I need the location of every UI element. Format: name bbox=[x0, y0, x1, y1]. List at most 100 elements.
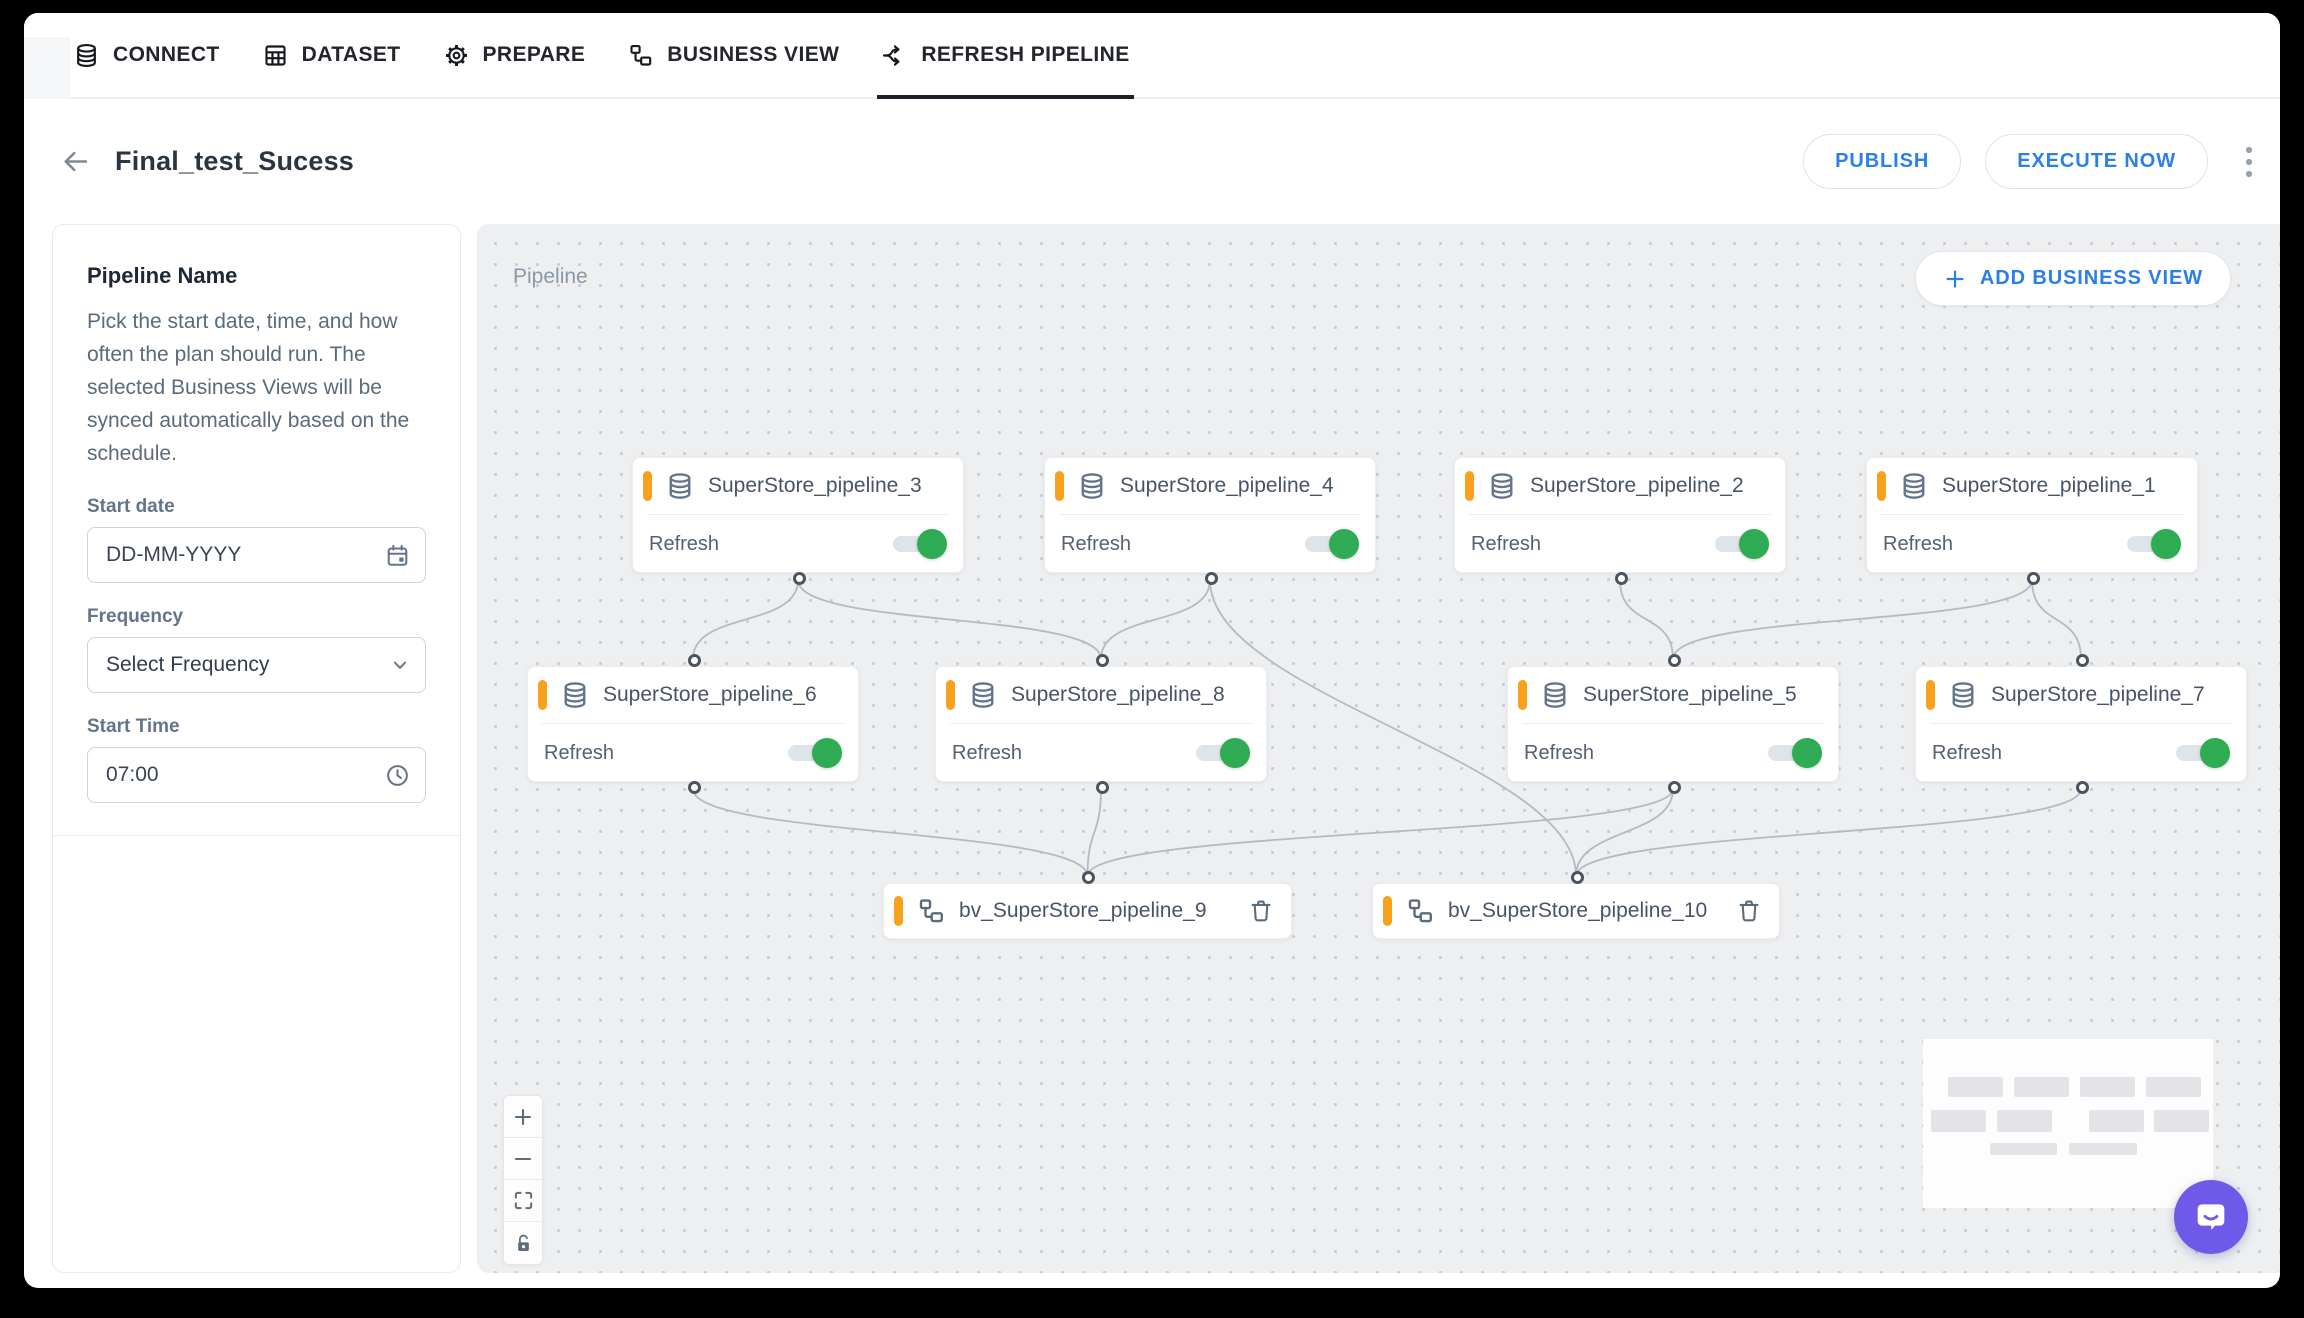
refresh-toggle[interactable] bbox=[788, 738, 842, 768]
database-icon bbox=[1903, 473, 1925, 499]
database-icon bbox=[77, 43, 96, 67]
delete-node-button[interactable] bbox=[1247, 897, 1275, 925]
refresh-toggle[interactable] bbox=[2176, 738, 2230, 768]
database-icon bbox=[1491, 473, 1513, 499]
node-divider bbox=[647, 514, 949, 515]
start-date-field[interactable] bbox=[87, 527, 426, 583]
minimap-node-box bbox=[1997, 1110, 2052, 1132]
target-handle[interactable] bbox=[1095, 654, 1109, 667]
pipeline-node-SuperStore_pipeline_5[interactable]: SuperStore_pipeline_5 Refresh bbox=[1507, 654, 1839, 794]
source-handle[interactable] bbox=[1667, 781, 1681, 794]
source-handle[interactable] bbox=[792, 572, 806, 585]
pipeline-node-SuperStore_pipeline_2[interactable]: SuperStore_pipeline_2 Refresh bbox=[1454, 457, 1786, 585]
source-handle[interactable] bbox=[1204, 572, 1218, 585]
database-icon bbox=[972, 682, 994, 708]
tab-connect[interactable]: CONNECT bbox=[73, 13, 220, 97]
refresh-label: Refresh bbox=[952, 741, 1023, 764]
minimap-node-box bbox=[2154, 1110, 2209, 1132]
business-view-node-bv_SuperStore_pipeline_10[interactable]: bv_SuperStore_pipeline_10 bbox=[1372, 871, 1780, 939]
edge-p3-p8 bbox=[797, 579, 1102, 660]
node-accent-bar bbox=[1465, 471, 1474, 501]
node-label: SuperStore_pipeline_3 bbox=[708, 474, 922, 497]
node-divider bbox=[1522, 723, 1824, 724]
start-time-input[interactable] bbox=[106, 763, 377, 787]
top-nav: CONNECT DATASET PREPARE BUSINESS VIEW REFRES… bbox=[24, 13, 2280, 99]
tab-label: BUSINESS VIEW bbox=[667, 43, 840, 66]
refresh-toggle[interactable] bbox=[2127, 529, 2181, 559]
refresh-toggle[interactable] bbox=[1196, 738, 1250, 768]
fit-view-button[interactable] bbox=[504, 1180, 542, 1222]
zoom-in-button[interactable] bbox=[504, 1096, 542, 1138]
toggle-knob bbox=[1220, 738, 1250, 768]
edge-p7-bv10 bbox=[1575, 788, 2082, 877]
start-date-input[interactable] bbox=[106, 543, 377, 567]
target-handle[interactable] bbox=[1570, 871, 1584, 884]
tab-label: DATASET bbox=[301, 43, 401, 66]
pipeline-node-SuperStore_pipeline_8[interactable]: SuperStore_pipeline_8 Refresh bbox=[935, 654, 1267, 794]
business-view-node-bv_SuperStore_pipeline_9[interactable]: bv_SuperStore_pipeline_9 bbox=[883, 871, 1292, 939]
source-handle[interactable] bbox=[687, 781, 701, 794]
tab-business-view[interactable]: BUSINESS VIEW bbox=[627, 13, 839, 97]
tab-label: PREPARE bbox=[482, 43, 586, 66]
plus-icon bbox=[1946, 269, 1964, 288]
back-arrow-icon bbox=[64, 151, 88, 172]
pipeline-node-SuperStore_pipeline_3[interactable]: SuperStore_pipeline_3 Refresh bbox=[632, 457, 964, 585]
edge-p1-p5 bbox=[1672, 579, 2033, 660]
node-label: bv_SuperStore_pipeline_10 bbox=[1448, 899, 1708, 922]
source-handle[interactable] bbox=[1095, 781, 1109, 794]
lock-button[interactable] bbox=[504, 1222, 542, 1264]
pipeline-node-SuperStore_pipeline_7[interactable]: SuperStore_pipeline_7 Refresh bbox=[1915, 654, 2247, 794]
start-time-field[interactable] bbox=[87, 747, 426, 803]
node-accent-bar bbox=[1055, 471, 1064, 501]
execute-now-button[interactable]: EXECUTE NOW bbox=[1985, 134, 2208, 189]
refresh-label: Refresh bbox=[649, 532, 720, 555]
refresh-toggle[interactable] bbox=[1305, 529, 1359, 559]
node-accent-bar bbox=[1926, 680, 1935, 710]
kebab-menu-button[interactable] bbox=[2236, 136, 2262, 188]
clock-icon bbox=[387, 764, 408, 786]
edge-p2-p5 bbox=[1619, 579, 1674, 660]
schedule-panel: Pipeline Name Pick the start date, time,… bbox=[52, 224, 461, 1273]
database-icon bbox=[1544, 682, 1566, 708]
canvas-minimap[interactable] bbox=[1923, 1039, 2213, 1208]
delete-node-button[interactable] bbox=[1735, 897, 1763, 925]
source-handle[interactable] bbox=[1614, 572, 1628, 585]
chat-icon bbox=[2197, 1204, 2225, 1230]
zoom-out-button[interactable] bbox=[504, 1138, 542, 1180]
source-handle[interactable] bbox=[2026, 572, 2040, 585]
node-accent-bar bbox=[1383, 896, 1392, 926]
toggle-knob bbox=[812, 738, 842, 768]
tab-label: CONNECT bbox=[113, 43, 220, 66]
target-handle[interactable] bbox=[1667, 654, 1681, 667]
pipeline-node-SuperStore_pipeline_6[interactable]: SuperStore_pipeline_6 Refresh bbox=[527, 654, 859, 794]
refresh-label: Refresh bbox=[1932, 741, 2003, 764]
target-handle[interactable] bbox=[1082, 871, 1095, 884]
tab-prepare[interactable]: PREPARE bbox=[443, 13, 586, 97]
refresh-toggle[interactable] bbox=[1768, 738, 1822, 768]
minimap-node-box bbox=[1948, 1077, 2003, 1097]
pipeline-node-SuperStore_pipeline_4[interactable]: SuperStore_pipeline_4 Refresh bbox=[1044, 457, 1376, 585]
back-button[interactable] bbox=[60, 146, 91, 177]
start-time-label: Start Time bbox=[87, 716, 180, 737]
chat-launcher-button[interactable] bbox=[2174, 1180, 2248, 1254]
refresh-toggle[interactable] bbox=[893, 529, 947, 559]
fit-view-icon bbox=[514, 1191, 532, 1210]
node-divider bbox=[542, 723, 844, 724]
app-window: CONNECT DATASET PREPARE BUSINESS VIEW REFRES… bbox=[24, 13, 2280, 1288]
frequency-select[interactable]: Select Frequency bbox=[87, 637, 426, 693]
publish-button[interactable]: PUBLISH bbox=[1803, 134, 1962, 189]
target-handle[interactable] bbox=[687, 654, 701, 667]
minimap-node-box bbox=[2080, 1077, 2135, 1097]
add-business-view-button[interactable]: ADD BUSINESS VIEW bbox=[1914, 251, 2231, 306]
refresh-toggle[interactable] bbox=[1715, 529, 1769, 559]
source-handle[interactable] bbox=[2075, 781, 2089, 794]
node-label: SuperStore_pipeline_2 bbox=[1530, 474, 1744, 497]
kebab-icon bbox=[2245, 146, 2253, 177]
pipeline-node-SuperStore_pipeline_1[interactable]: SuperStore_pipeline_1 Refresh bbox=[1866, 457, 2198, 585]
target-handle[interactable] bbox=[2075, 654, 2089, 667]
toggle-knob bbox=[2200, 738, 2230, 768]
pipeline-canvas[interactable]: Pipeline ADD BUSINESS VIEW SuperStore_pi… bbox=[477, 224, 2280, 1273]
tab-dataset[interactable]: DATASET bbox=[262, 13, 401, 97]
tab-refresh-pipeline[interactable]: REFRESH PIPELINE bbox=[877, 13, 1134, 99]
refresh-label: Refresh bbox=[544, 741, 615, 764]
